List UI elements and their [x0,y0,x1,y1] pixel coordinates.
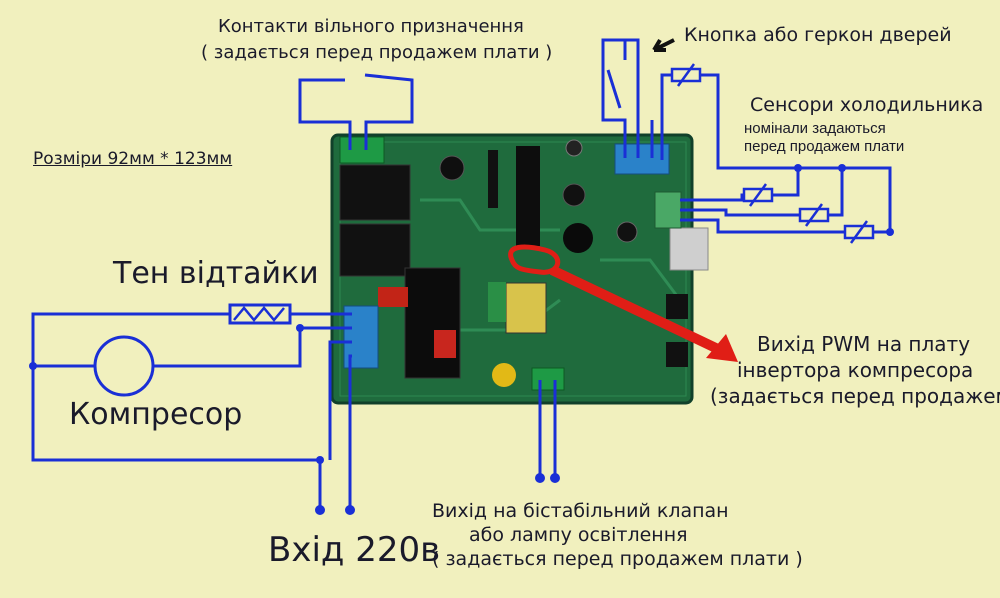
pwm-label-line1: Вихід PWM на плату [757,332,971,356]
door-pointer-arrow [652,38,675,52]
input-220v-label: Вхід 220в [268,530,441,570]
pwm-arrow-shaft [549,265,723,355]
pwm-highlight-loop [508,244,560,275]
varistor [492,363,516,387]
sensors-label: Сенсори холодильника [750,94,984,116]
valve-label-line3: ( задається перед продажем плати ) [432,548,803,570]
valve-label-line2: або лампу освітлення [469,524,688,546]
filter-cap [488,282,506,322]
capacitor-red [434,330,456,358]
capacitor [616,221,638,243]
pwm-label-line2: інвертора компресора [737,358,974,382]
compressor-motor-symbol [93,335,155,397]
sensors-note-line2: перед продажем плати [744,138,905,155]
relay-main [404,267,461,379]
relay-top [339,164,411,221]
transformer [505,282,547,334]
size-label: Розміри 92мм * 123мм [33,149,233,169]
thermistor-symbols [670,63,875,244]
sensor-header [654,191,682,229]
free-contacts-note: ( задається перед продажем плати ) [201,42,553,63]
buzzer [563,223,593,253]
heater-resistor-symbol [228,303,292,325]
wire-junctions [29,164,894,515]
heatsink [669,227,709,271]
pwm-label-line3: (задається перед продажем) [710,384,1000,408]
relay-middle [339,223,411,277]
free-contacts-label: Контакти вільного призначення [218,16,524,37]
ic-small [666,294,688,319]
door-label: Кнопка або геркон дверей [684,24,952,46]
terminal-free-contacts [339,136,385,164]
microcontroller-chip [516,146,540,246]
capacitor [439,155,465,181]
sensors-note-line1: номінали задаються [744,120,886,137]
heater-zigzag [233,306,285,322]
pin-header [488,150,498,208]
capacitor [562,183,586,207]
ic-small [666,342,688,367]
capacitor [565,139,583,157]
heater-label: Тен відтайки [113,256,319,291]
wires [31,38,892,510]
terminal-valve [531,367,565,391]
capacitor-red [378,287,408,307]
pwm-arrow-head [706,334,738,362]
compressor-label: Компресор [69,397,243,432]
valve-label-line1: Вихід на бістабільний клапан [432,500,729,522]
